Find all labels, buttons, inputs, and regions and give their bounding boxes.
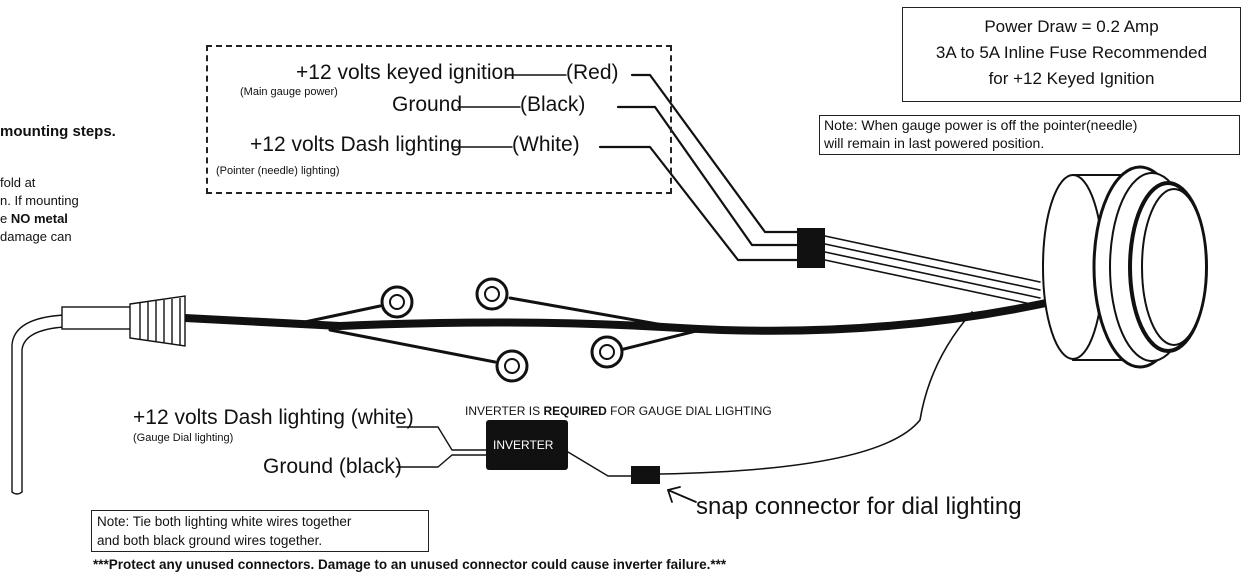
unused-connector-warning: ***Protect any unused connectors. Damage… [93,557,727,572]
inverter-label: INVERTER [493,438,554,452]
power-draw: Power Draw = 0.2 Amp [984,17,1159,36]
ignition-sub: (Main gauge power) [240,86,338,98]
dash-lighting-sub: (Pointer (needle) lighting) [216,165,340,177]
white-wire-label: (White) [512,133,580,156]
sender-tube-inner [21,326,65,493]
dial-dash-lighting-label: +12 volts Dash lighting (white) [133,406,414,429]
pointer-note-line: will remain in last powered position. [824,135,1045,151]
fuse-target: for +12 Keyed Ignition [988,69,1155,88]
main-cable [181,296,1064,335]
dial-ground-label: Ground (black) [263,455,402,478]
wire-connector [797,228,825,268]
ignition-label: +12 volts keyed ignition [296,61,515,84]
inverter-block [486,420,568,470]
red-wire-label: (Red) [566,61,619,84]
instructions-heading: mounting steps. [0,123,116,140]
tie-note-line: and both black ground wires together. [97,533,323,548]
red-wire [630,73,802,234]
pointer-note-line: Note: When gauge power is off the pointe… [824,117,1138,133]
dash-lighting-label: +12 volts Dash lighting [250,133,462,156]
tie-wires-note: Note: Tie both lighting white wires toge… [91,510,429,552]
instructions-line: fold at [0,175,36,190]
fuse-recommendation: 3A to 5A Inline Fuse Recommended [935,43,1208,62]
instructions-line: e NO metal [0,211,68,226]
sender-tube-outer [11,314,65,493]
dial-lighting-sub: (Gauge Dial lighting) [133,432,234,444]
black-wire [616,105,802,247]
tie-note-line: Note: Tie both lighting white wires toge… [97,514,352,529]
instructions-line: n. If mounting [0,193,79,208]
ground-label: Ground [392,93,463,116]
white-wire [598,145,802,262]
power-draw-box: Power Draw = 0.2 Amp 3A to 5A Inline Fus… [902,7,1241,102]
gauge [1042,165,1208,369]
ring-terminals [380,277,624,383]
black-wire-label: (Black) [520,93,586,116]
top-wiring-dashed-box [206,45,672,194]
instructions-line: damage can [0,229,72,244]
sender-fitting [61,295,186,347]
inverter-required-notice: INVERTER IS REQUIRED FOR GAUGE DIAL LIGH… [465,404,772,418]
snap-connector [631,466,660,484]
pointer-note-box: Note: When gauge power is off the pointe… [819,115,1240,155]
snap-connector-label: snap connector for dial lighting [696,493,1022,520]
